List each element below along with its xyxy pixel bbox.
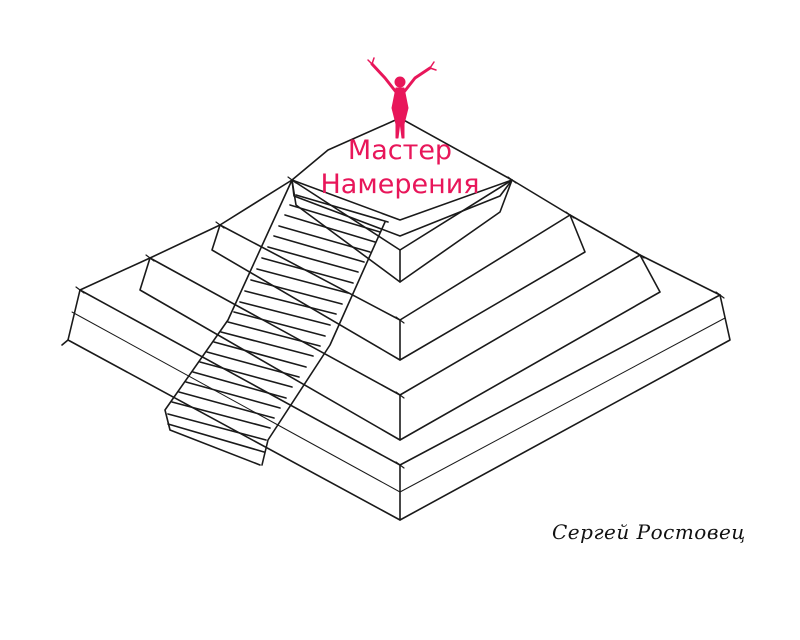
top-platform [291,117,513,237]
edge-marks [75,176,725,469]
author-signature: Сергей Ростовец [552,520,746,544]
title-line-2: Намерения [320,169,480,200]
title-text: Мастер Намерения [300,134,500,202]
staircase [164,179,389,466]
raised-arms-figure-icon [367,57,437,139]
tier-1 [61,254,731,521]
title-line-1: Мастер [347,135,453,166]
